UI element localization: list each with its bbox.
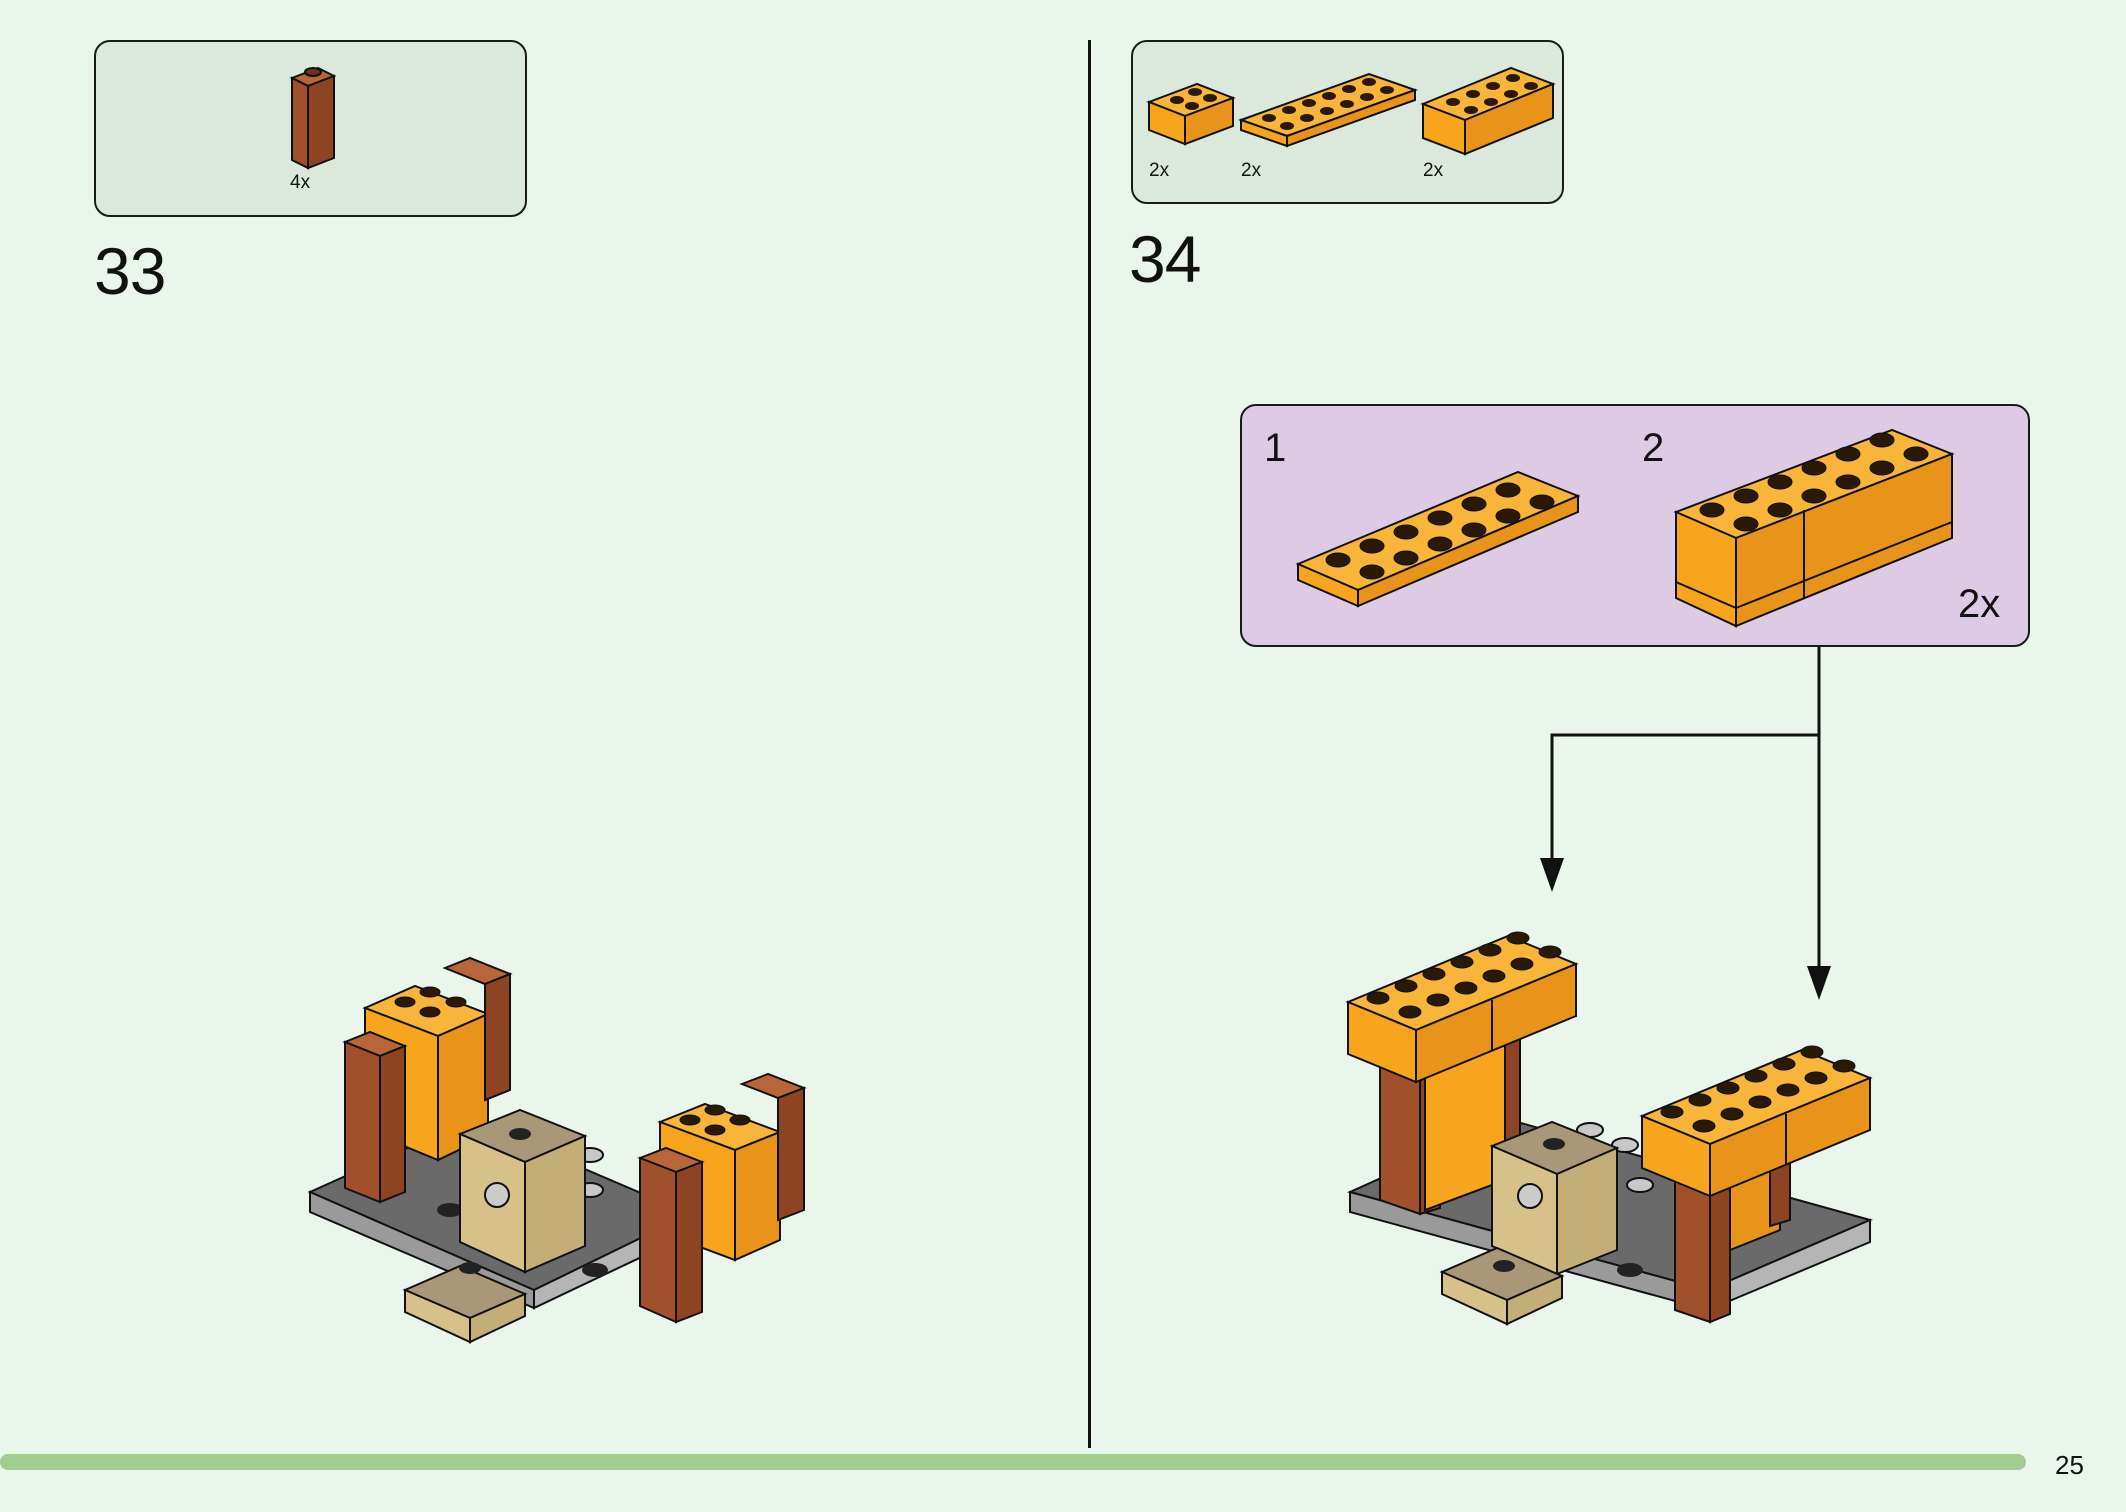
orange-2x2-brick-part-icon — [1146, 82, 1236, 146]
orange-2x4-brick-part-icon — [1420, 66, 1556, 156]
part-quantity: 2x — [1423, 160, 1444, 181]
parts-callout-step-34: 2x 2x 2x — [1131, 40, 1564, 204]
parts-callout-step-33: 4x — [94, 40, 527, 217]
part-quantity: 2x — [1149, 160, 1170, 181]
part-quantity: 2x — [1241, 160, 1262, 181]
step-number-33: 33 — [94, 234, 166, 308]
step-34-assembly-illustration — [1345, 931, 1873, 1326]
step-number-34: 34 — [1129, 222, 1201, 296]
orange-plate-substep-illustration — [1295, 470, 1581, 608]
step-33-assembly-illustration — [307, 956, 807, 1344]
page-number: 25 — [2055, 1450, 2084, 1480]
subassembly-callout: 1 2 2x — [1240, 404, 2030, 647]
substep-number-1: 1 — [1264, 426, 1287, 470]
substep-number-2: 2 — [1642, 426, 1665, 470]
brown-brick-part-icon — [289, 66, 337, 170]
progress-bar — [0, 1454, 2026, 1470]
page-divider — [1088, 40, 1091, 1448]
orange-brick-plate-substep-illustration — [1673, 428, 1955, 628]
part-quantity: 4x — [290, 172, 311, 193]
subassembly-multiplier: 2x — [1958, 582, 2001, 626]
orange-2x6-plate-part-icon — [1238, 72, 1418, 148]
